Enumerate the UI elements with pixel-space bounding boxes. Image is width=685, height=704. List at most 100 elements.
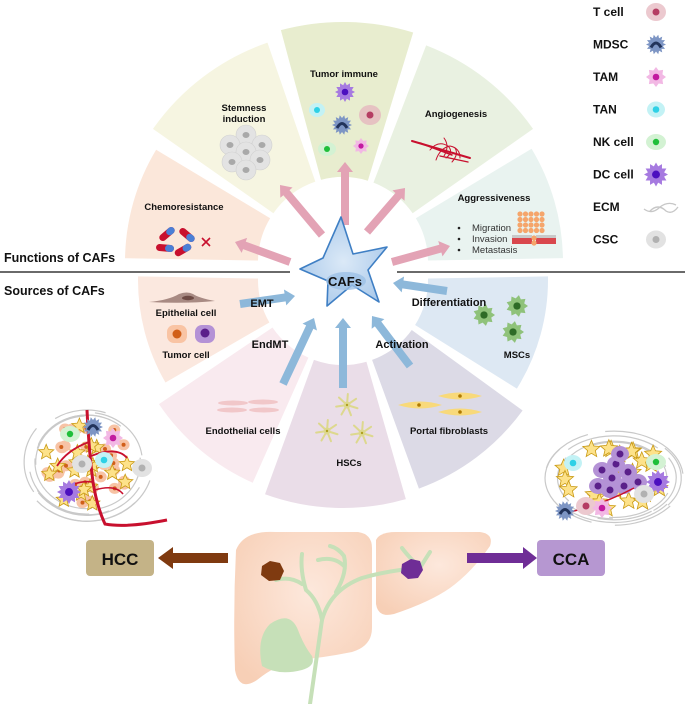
caf-star-icon xyxy=(299,216,388,307)
wedge-portal-fibroblasts xyxy=(372,329,523,489)
caf-nucleus xyxy=(326,272,366,290)
msc-cells-icon xyxy=(473,295,528,343)
invading-cell xyxy=(539,227,545,234)
function-chemoresistance: Chemoresistance xyxy=(144,202,224,257)
legend-label: DC cell xyxy=(593,168,634,182)
tam-icon-nucleus xyxy=(598,504,606,512)
msc-cell-nucleus xyxy=(509,328,517,336)
legend-label: TAN xyxy=(593,103,617,117)
csc-nucleus xyxy=(640,490,648,498)
caf-star xyxy=(116,473,134,490)
tam-cell-icon-nucleus xyxy=(358,143,364,149)
invading-cell xyxy=(539,222,545,228)
tam-icon-nucleus xyxy=(652,73,660,81)
hcc-arrow xyxy=(158,547,228,569)
invading-cell xyxy=(522,211,529,217)
cholangiocyte-nucleus xyxy=(634,478,642,486)
endothelial-cells-icon xyxy=(217,399,279,413)
immune-cells-icon xyxy=(309,82,381,156)
blood-vessel-branch xyxy=(94,486,124,495)
caf-star xyxy=(118,455,136,472)
caf-star xyxy=(40,464,58,482)
ecm-fiber xyxy=(653,457,677,512)
blood-vessels-icon xyxy=(411,137,471,163)
tam-icon-nucleus xyxy=(109,434,117,442)
mdsc-nucleus xyxy=(649,41,663,49)
wedge-chemoresistance xyxy=(125,149,271,261)
stem-cell-cluster-icon xyxy=(219,124,273,181)
dc-cell-icon-nucleus xyxy=(341,88,349,96)
invading-cell xyxy=(531,240,537,246)
hcc-label: HCC xyxy=(102,550,139,569)
t-cell-nucleus xyxy=(652,8,660,16)
portal-fibroblasts-label: Portal fibroblasts xyxy=(410,426,488,437)
angiogenesis-label: Angiogenesis xyxy=(425,109,487,120)
function-stemness: Stemness induction xyxy=(219,103,273,181)
stem-cell-nucleus xyxy=(228,159,236,165)
source-epithelial-tumor: Epithelial cell Tumor cell xyxy=(149,292,217,361)
caf-cell: CAFs xyxy=(299,216,388,307)
cholangiocyte-nucleus xyxy=(616,450,624,458)
ecm-fiber xyxy=(544,448,592,523)
liver xyxy=(234,531,491,704)
invading-cell xyxy=(528,216,534,223)
cholangiocyte-nucleus xyxy=(612,460,620,468)
invading-cell xyxy=(522,216,529,223)
mdsc-nucleus xyxy=(558,508,572,515)
caf-label: CAFs xyxy=(328,274,362,289)
stemness-label-line2: induction xyxy=(223,114,266,125)
caf-star xyxy=(581,439,601,458)
csc-nucleus xyxy=(652,236,660,243)
invading-cell xyxy=(533,222,540,228)
arrow-from-endothelial xyxy=(279,318,317,386)
nk-nucleus xyxy=(66,430,74,438)
bullet-invasion: Invasion xyxy=(472,234,507,245)
stem-cell-nucleus xyxy=(242,132,250,138)
endmt-label: EndMT xyxy=(252,339,289,351)
msc-cell-nucleus xyxy=(480,311,488,319)
ecm-fiber xyxy=(597,510,652,521)
ecm-fiber xyxy=(35,415,85,465)
ecm-fiber xyxy=(589,441,668,483)
cca-label: CCA xyxy=(553,550,590,569)
cca-box xyxy=(537,540,605,576)
stem-cell-nucleus xyxy=(242,149,250,155)
blood-vessel-branch xyxy=(56,441,90,467)
invading-cell xyxy=(517,227,523,234)
aggressiveness-bullets: Migration Invasion Metastasis xyxy=(457,223,518,256)
arrow-to-stemness xyxy=(280,185,326,238)
hsc-label: HSCs xyxy=(336,458,361,469)
arrow-to-tumor-immune xyxy=(337,162,353,225)
hcc-tumor xyxy=(261,561,284,581)
ecm-fiber xyxy=(567,435,659,450)
portal-fibroblast-icon xyxy=(398,392,482,416)
invading-cell xyxy=(531,235,537,241)
ecm-fiber xyxy=(29,471,90,515)
hsc-star-cells-icon xyxy=(315,393,374,445)
invading-cell xyxy=(517,211,523,217)
epithelial-cell-label: Epithelial cell xyxy=(156,308,217,319)
mdsc-nucleus xyxy=(86,424,100,431)
cca-arrow xyxy=(467,547,537,569)
source-endothelial: Endothelial cells xyxy=(206,399,281,437)
caf-star xyxy=(103,463,121,481)
t-cell-nucleus xyxy=(582,502,590,510)
ecm-fiber xyxy=(664,447,682,506)
ecm-fiber xyxy=(54,409,106,420)
stem-cell-nucleus xyxy=(242,167,250,173)
invading-cell xyxy=(533,211,540,217)
cca-tumor xyxy=(401,559,423,579)
tan-nucleus xyxy=(652,106,660,113)
invading-cell xyxy=(517,216,523,223)
dc-cell-icon-nucleus xyxy=(652,170,660,179)
legend-label: CSC xyxy=(593,233,619,247)
hepatocyte-nucleus xyxy=(80,500,85,505)
emt-label: EMT xyxy=(250,298,274,310)
hcc-box xyxy=(86,540,154,576)
function-tumor-immune: Tumor immune xyxy=(309,69,381,156)
ecm-fiber xyxy=(94,412,143,456)
source-portal-fibroblasts: Portal fibroblasts xyxy=(398,392,488,437)
invading-cell xyxy=(539,211,545,217)
endothelial-cells-label: Endothelial cells xyxy=(206,426,281,437)
hepatocyte-nucleus xyxy=(63,463,68,468)
